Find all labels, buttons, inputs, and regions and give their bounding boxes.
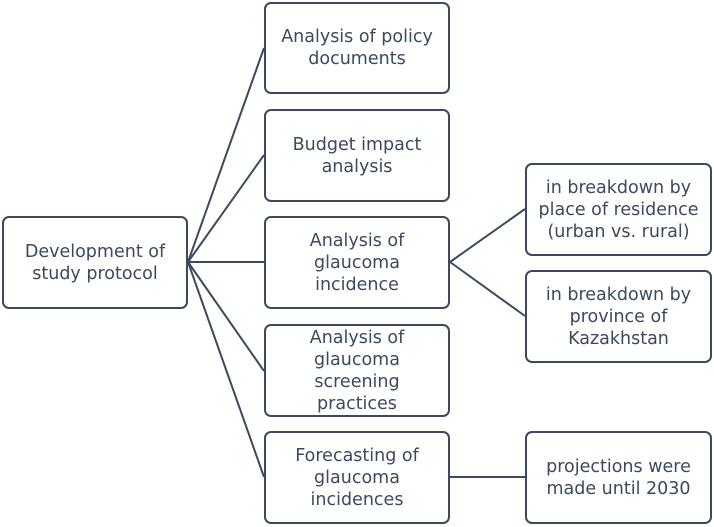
branch-node-analysis-of-policy-documents: Analysis of policy documents — [264, 2, 450, 94]
connector-root-budget — [187, 154, 265, 263]
branch-node-analysis-of-glaucoma-screening-practices: Analysis of glaucoma screening practices — [264, 324, 450, 417]
sub-node-breakdown-by-province: in breakdown by province of Kazakhstan — [525, 270, 712, 363]
connector-root-policy — [187, 47, 265, 263]
connector-root-forecasting — [187, 261, 265, 478]
root-node-development-of-study-protocol: Development of study protocol — [2, 216, 188, 309]
connector-incidence-residence — [449, 208, 526, 263]
connector-incidence-province — [449, 261, 526, 317]
connector-root-screening — [187, 261, 265, 372]
sub-node-projections-until-2030: projections were made until 2030 — [525, 431, 712, 524]
branch-node-budget-impact-analysis: Budget impact analysis — [264, 109, 450, 202]
branch-node-analysis-of-glaucoma-incidence: Analysis of glaucoma incidence — [264, 216, 450, 309]
branch-node-forecasting-of-glaucoma-incidences: Forecasting of glaucoma incidences — [264, 431, 450, 524]
sub-node-breakdown-by-place-of-residence: in breakdown by place of residence (urba… — [525, 163, 712, 256]
